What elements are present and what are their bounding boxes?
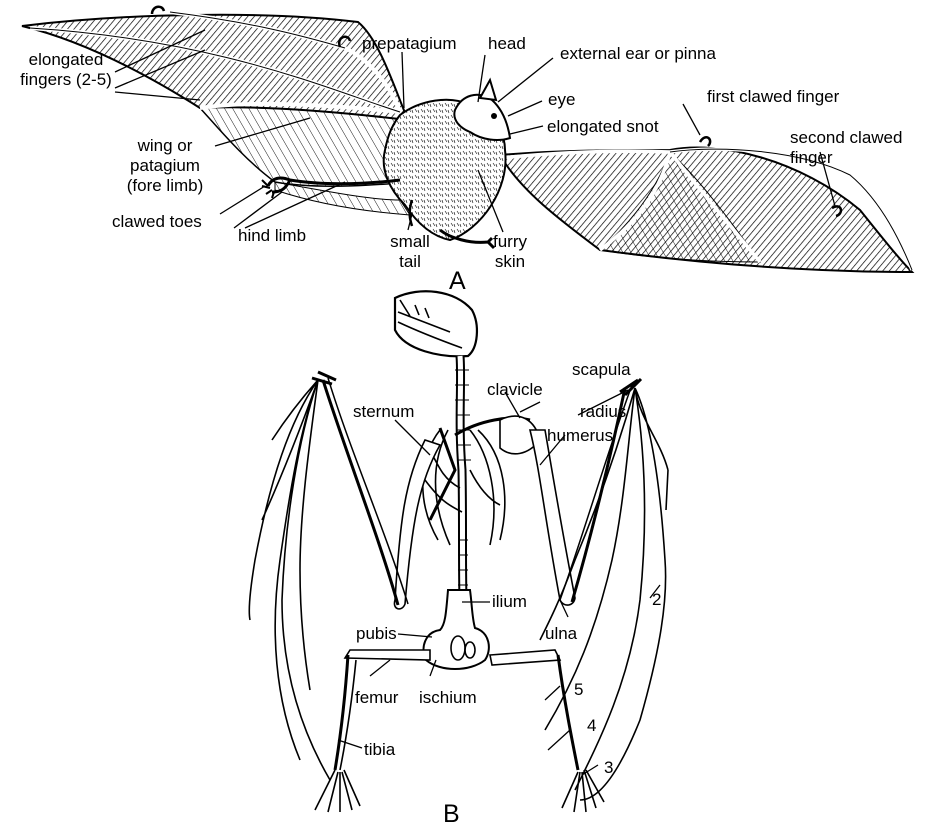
label-external-ear: external ear or pinna <box>560 44 716 64</box>
label-elongated-snot: elongated snot <box>547 117 659 137</box>
label-femur: femur <box>355 688 398 708</box>
label-elongated-fingers: elongated fingers (2-5) <box>8 50 124 90</box>
skeleton-femur-right <box>490 650 560 665</box>
label-ulna: ulna <box>545 624 577 644</box>
label-digit-2: 2 <box>652 590 661 610</box>
label-pubis: pubis <box>356 624 397 644</box>
label-first-clawed-finger: first clawed finger <box>707 87 839 107</box>
panel-label-a: A <box>449 267 466 296</box>
label-prepatagium: prepatagium <box>362 34 457 54</box>
bat-clawed-toes <box>262 180 274 198</box>
label-radius: radius <box>580 402 626 422</box>
bat-ear <box>480 80 496 100</box>
label-digit-4: 4 <box>587 716 596 736</box>
label-wing-patagium: wing or patagium (fore limb) <box>110 136 220 196</box>
label-small-tail: small tail <box>380 232 440 272</box>
skeleton-skull <box>395 291 477 356</box>
label-sternum: sternum <box>353 402 414 422</box>
panel-label-b: B <box>443 800 460 829</box>
label-digit-5: 5 <box>574 680 583 700</box>
skeleton-foot-left <box>315 770 360 812</box>
label-scapula: scapula <box>572 360 631 380</box>
label-ilium: ilium <box>492 592 527 612</box>
label-second-clawed-finger: second clawed finger <box>790 128 902 168</box>
label-hind-limb: hind limb <box>238 226 306 246</box>
label-ischium: ischium <box>419 688 477 708</box>
skeleton-tibia-left <box>335 655 348 770</box>
label-furry-skin: furry skin <box>480 232 540 272</box>
skeleton-foot-right <box>562 770 604 812</box>
label-digit-3: 3 <box>604 758 613 778</box>
label-clavicle: clavicle <box>487 380 543 400</box>
label-eye: eye <box>548 90 575 110</box>
bat-eye <box>491 113 497 119</box>
label-humerus: humerus <box>547 426 613 446</box>
skeleton-fingers-left <box>249 380 330 780</box>
label-tibia: tibia <box>364 740 395 760</box>
skeleton-femur-left <box>345 650 430 660</box>
bat-hind-membrane <box>275 182 410 215</box>
label-clawed-toes: clawed toes <box>112 212 202 232</box>
label-head: head <box>488 34 526 54</box>
